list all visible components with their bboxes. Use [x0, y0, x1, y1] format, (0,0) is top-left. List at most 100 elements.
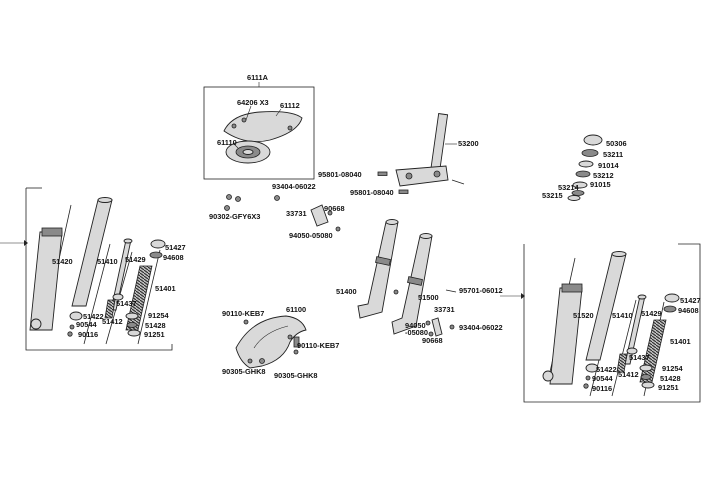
screw-90302[interactable] — [235, 196, 241, 202]
seal-51428[interactable] — [126, 322, 138, 328]
fork-leg-collar — [375, 256, 391, 266]
ring-91254[interactable] — [125, 312, 139, 320]
slider-top — [41, 227, 63, 237]
race-53214[interactable] — [572, 181, 588, 189]
clip-33731-lower[interactable] — [431, 317, 443, 337]
race-53212[interactable] — [575, 170, 591, 178]
part-label: 90668 — [422, 336, 443, 345]
seal-51427[interactable] — [150, 239, 166, 249]
lock-51422-right[interactable] — [585, 363, 599, 373]
seal-91251[interactable] — [127, 329, 141, 337]
ring-91254-right[interactable] — [639, 364, 653, 372]
washer-90668-lower[interactable] — [428, 331, 434, 337]
fender-bracket — [293, 336, 300, 348]
piece-51437[interactable] — [112, 293, 124, 301]
part-label: 91251 — [144, 330, 165, 339]
screw-90305-left[interactable] — [247, 358, 253, 364]
bolt-95801-upper[interactable] — [377, 171, 388, 176]
part-label: 64206 X3 — [237, 98, 269, 107]
part-label: 61112 — [280, 101, 300, 110]
part-label: 91014 — [598, 161, 619, 170]
bolt-90116-right[interactable] — [583, 383, 589, 389]
cover-group — [203, 82, 315, 180]
part-label: 6111A — [247, 73, 269, 82]
slider-axle-boss — [542, 370, 554, 382]
part-label: 90305-GHK8 — [274, 371, 318, 380]
screw-90305-right[interactable] — [293, 349, 299, 355]
part-label: 33731 — [286, 209, 307, 218]
screw-90302[interactable] — [224, 205, 230, 211]
bolt-93404-06022[interactable] — [274, 195, 280, 201]
screw-center[interactable] — [393, 289, 399, 295]
part-label: 90668 — [324, 204, 345, 213]
screw-64206[interactable] — [231, 123, 237, 129]
seal-51428-right[interactable] — [640, 374, 652, 380]
part-label: 94050-05080 — [289, 231, 333, 240]
part-label: 53212 — [593, 171, 614, 180]
tube-51410[interactable] — [71, 199, 113, 307]
stem-bridge[interactable] — [395, 165, 449, 187]
arrow-head-left — [24, 240, 28, 246]
bolt-95701[interactable] — [445, 289, 457, 293]
screw-64206[interactable] — [287, 125, 293, 131]
slider-51420[interactable] — [29, 231, 63, 331]
part-label: 51427 — [165, 243, 186, 252]
lock-51422[interactable] — [69, 311, 83, 321]
piece-51437-right[interactable] — [626, 347, 638, 355]
stem-bridge-hole — [433, 170, 441, 178]
part-label: 33731 — [434, 305, 455, 314]
screw-90110-left[interactable] — [243, 319, 249, 325]
race-53215[interactable] — [567, 195, 581, 201]
nut-50306[interactable] — [583, 134, 603, 146]
screw-64206[interactable] — [241, 117, 247, 123]
screw-90302[interactable] — [226, 194, 232, 200]
washer-90544[interactable] — [69, 324, 75, 330]
seal-51427-right[interactable] — [664, 293, 680, 303]
part-label: 51410 — [97, 257, 118, 266]
screw-94050[interactable] — [335, 226, 341, 232]
part-label: 51420 — [52, 257, 73, 266]
center-forks — [357, 219, 457, 337]
spring-51412[interactable] — [104, 299, 116, 319]
race-53211[interactable] — [581, 149, 599, 157]
rod-top — [637, 294, 647, 300]
fork-leg-51500[interactable] — [391, 235, 433, 335]
part-label: 51412 — [618, 370, 639, 379]
part-label: 51400 — [336, 287, 357, 296]
part-label: 53200 — [458, 139, 479, 148]
part-label: 90544 — [76, 320, 97, 329]
washer-90544-right[interactable] — [585, 375, 591, 381]
fender-61100[interactable] — [235, 315, 307, 369]
part-label: 90116 — [592, 384, 612, 393]
spring-51412-right[interactable] — [616, 353, 628, 373]
washer-90668[interactable] — [327, 210, 333, 216]
part-label: 90305-GHK8 — [222, 367, 266, 376]
bolt-93404-lower[interactable] — [449, 324, 455, 330]
bolt-95801-lower[interactable] — [398, 189, 409, 194]
tube-top — [611, 251, 627, 257]
bolt-90116[interactable] — [67, 331, 73, 337]
right-fork-panel — [500, 243, 701, 403]
part-label: 91254 — [148, 311, 169, 320]
stem-tube-53200[interactable] — [430, 113, 449, 171]
part-label: 51437 — [116, 299, 137, 308]
part-label: 51410 — [612, 311, 633, 320]
bearing-91014[interactable] — [578, 160, 594, 168]
part-label: 93404-06022 — [459, 323, 503, 332]
slider-51520[interactable] — [549, 287, 583, 385]
part-label: 51401 — [670, 337, 691, 346]
part-label: 90110-KEB7 — [297, 341, 339, 350]
part-label: 61100 — [286, 305, 306, 314]
fork-leg-51400[interactable] — [357, 221, 399, 319]
clip-94608[interactable] — [149, 251, 163, 259]
clip-33731[interactable] — [310, 204, 329, 227]
clip-94608-right[interactable] — [663, 305, 677, 313]
tube-51410-right[interactable] — [585, 253, 627, 361]
screw-94050-lower[interactable] — [425, 320, 431, 326]
seal-91251-right[interactable] — [641, 381, 655, 389]
part-label: 61110 — [217, 138, 237, 147]
fork-leg-top — [385, 219, 399, 225]
part-label: 91254 — [662, 364, 683, 373]
screw-90110-right[interactable] — [287, 334, 293, 340]
